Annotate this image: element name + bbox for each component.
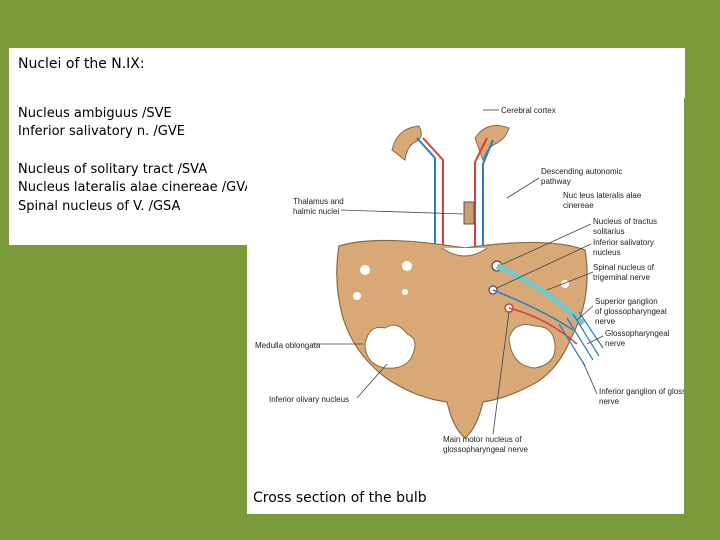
label-salivatory-2: nucleus [593, 248, 621, 257]
motor-fibres [508, 307, 578, 345]
label-glosso-2: nerve [605, 339, 626, 348]
figure-caption: Cross section of the bulb [253, 490, 427, 506]
nucleus-line-1: Nucleus ambiguus /SVE [18, 106, 172, 121]
leader-inferior-ganglion [582, 361, 598, 395]
label-salivatory-1: Inferior salivatory [593, 238, 654, 247]
label-inf-ganglion-2: nerve [599, 397, 620, 406]
label-olivary: Inferior olivary nucleus [269, 395, 349, 404]
label-cerebral-cortex: Cerebral cortex [501, 106, 556, 115]
sensory-pathway-right [482, 139, 494, 258]
nucleus-line-2: Inferior salivatory n. /GVE [18, 124, 185, 139]
glossopharyngeal-nerve-bundle [558, 311, 604, 367]
label-main-motor-1: Main motor nucleus of [443, 435, 522, 444]
leader-glosso [586, 335, 604, 345]
label-main-motor-2: glossopharyngeal nerve [443, 445, 528, 454]
leader-spinal [546, 271, 594, 291]
label-tractus-2: solitarius [593, 227, 625, 236]
sensory-pathway-left [416, 137, 436, 278]
label-inf-ganglion-1: Inferior ganglion of glossopharyngeal [599, 387, 684, 396]
tract-dot-4 [402, 289, 408, 295]
title-box: Nuclei of the N.IX: [9, 48, 685, 98]
olivary-nucleus-left [364, 324, 416, 369]
nuclei-list: Nucleus ambiguus /SVE Inferior salivator… [9, 98, 291, 245]
cortex-left [391, 125, 422, 161]
tract-dot-2 [402, 261, 412, 271]
label-nuc-lateralis-1: Nuc leus lateralis alae [563, 191, 642, 200]
label-tractus-1: Nucleus of tractus [593, 217, 657, 226]
leader-main-motor [492, 311, 510, 435]
medulla-section [336, 239, 588, 439]
leader-thalamus [340, 209, 464, 215]
nucleus-line-3: Nucleus of solitary tract /SVA [18, 162, 208, 177]
label-sup-ganglion-2: of glossopharyngeal [595, 307, 667, 316]
medulla-diagram: Cerebral cortex Descending autonomic pat… [255, 106, 720, 454]
tract-dot-3 [353, 292, 361, 300]
leader-salivatory [496, 243, 592, 289]
diagram-figure: Cerebral cortex Descending autonomic pat… [247, 98, 720, 514]
thalamus-box [463, 201, 475, 225]
label-thalamus-1: Thalamus and [293, 197, 344, 206]
label-sup-ganglion-1: Superior ganglion [595, 297, 658, 306]
label-descending-1: Descending autonomic [541, 167, 622, 176]
tract-dot-1 [360, 265, 370, 275]
label-sup-ganglion-3: nerve [595, 317, 616, 326]
leader-superior-ganglion [576, 305, 594, 321]
slide-title: Nuclei of the N.IX: [18, 56, 145, 72]
label-spinal-1: Spinal nucleus of [593, 263, 655, 272]
label-descending-2: pathway [541, 177, 571, 186]
label-thalamus-2: halmic nuclei [293, 207, 339, 216]
fourth-ventricle [441, 247, 488, 257]
nucleus-line-5: Spinal nucleus of V. /GSA [18, 199, 181, 214]
label-medulla: Medulla oblongata [255, 341, 321, 350]
leader-tractus [502, 223, 592, 265]
motor-pathway-right [474, 137, 488, 278]
leader-olivary [356, 363, 388, 399]
olivary-nucleus-right [508, 324, 556, 369]
sensory-fibres [492, 289, 574, 331]
label-nuc-lateralis-2: cinereae [563, 201, 594, 210]
label-glosso-1: Glossopharyngeal [605, 329, 670, 338]
nucleus-line-4: Nucleus lateralis alae cinereae /GVA [18, 180, 254, 195]
label-spinal-2: trigeminal nerve [593, 273, 650, 282]
leader-descending [506, 177, 540, 199]
